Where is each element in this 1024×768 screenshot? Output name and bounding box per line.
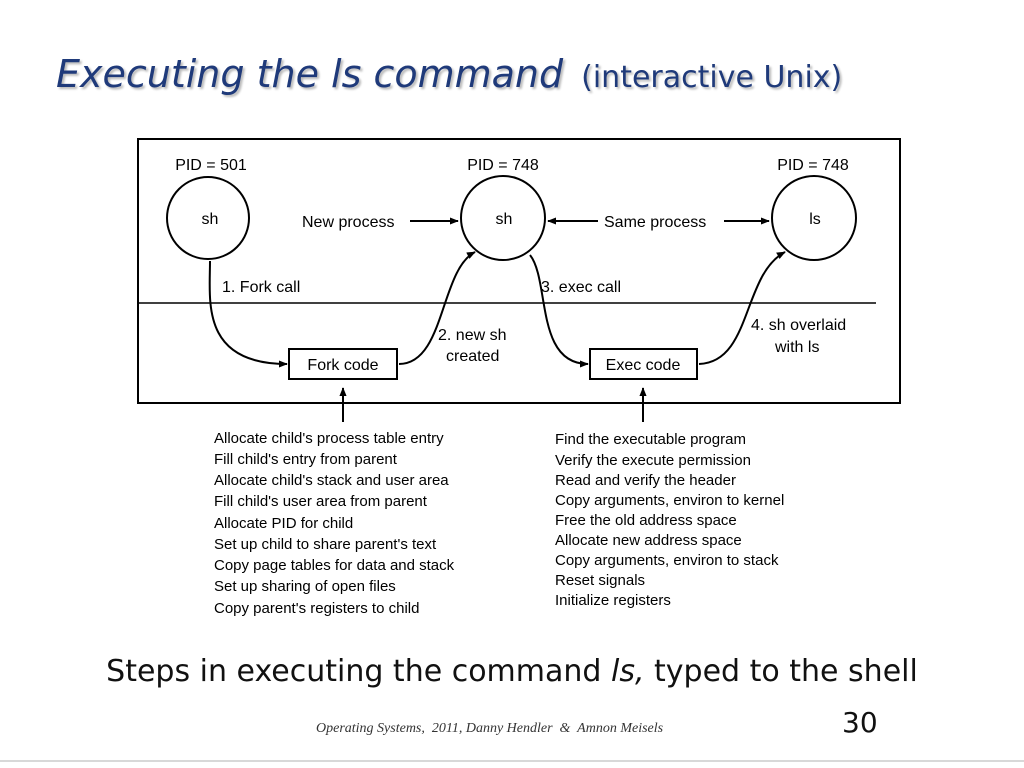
exec-step: Copy arguments, environ to stack xyxy=(555,552,779,569)
exec-code-label: Exec code xyxy=(606,357,681,374)
caption-text-before: Steps in executing the command xyxy=(106,654,611,689)
fork-steps-list: Allocate child's process table entry Fil… xyxy=(214,430,455,617)
step-3-label: 3. exec call xyxy=(541,279,621,296)
exec-step: Verify the execute permission xyxy=(555,452,751,469)
fork-code-label: Fork code xyxy=(307,357,378,374)
exec-step: Initialize registers xyxy=(555,592,671,609)
process-1-pid: PID = 501 xyxy=(175,157,247,174)
fork-call-arrow xyxy=(208,260,288,368)
fork-step: Set up child to share parent's text xyxy=(214,536,437,553)
exec-code-box xyxy=(589,348,698,380)
process-3-pid: PID = 748 xyxy=(777,157,849,174)
new-sh-arrow xyxy=(398,251,476,365)
new-process-label: New process xyxy=(302,214,394,231)
exec-step: Allocate new address space xyxy=(555,532,742,549)
exec-step: Free the old address space xyxy=(555,512,737,529)
step-4-label-line2: with ls xyxy=(774,339,819,356)
fork-step: Copy parent's registers to child xyxy=(214,600,419,617)
process-1-circle xyxy=(166,176,250,260)
slide-footer: Operating Systems, 2011, Danny Hendler &… xyxy=(316,721,664,736)
process-2-pid: PID = 748 xyxy=(467,157,539,174)
exec-call-arrow xyxy=(529,254,589,368)
process-2-circle xyxy=(460,175,546,261)
fork-step: Allocate child's stack and user area xyxy=(214,472,449,489)
slide-title-sub: (interactive Unix) xyxy=(581,60,843,95)
step-4-label-line1: 4. sh overlaid xyxy=(751,317,846,334)
slide-caption: Steps in executing the command ls, typed… xyxy=(0,654,1024,689)
caption-command: ls, xyxy=(610,654,645,689)
exec-step: Copy arguments, environ to kernel xyxy=(555,492,784,509)
diagram-frame xyxy=(137,138,901,404)
fork-step: Allocate PID for child xyxy=(214,515,353,532)
slide-title-main: Executing the ls command xyxy=(56,52,564,96)
fork-step: Fill child's user area from parent xyxy=(214,493,428,510)
process-1-name: sh xyxy=(202,211,219,228)
fork-step: Fill child's entry from parent xyxy=(214,451,398,468)
exec-steps-list: Find the executable program Verify the e… xyxy=(555,431,784,609)
step-2-label-line1: 2. new sh xyxy=(438,327,506,344)
slide-title: Executing the ls command (interactive Uni… xyxy=(56,52,842,96)
step-1-label: 1. Fork call xyxy=(222,279,300,296)
overlaid-arrow xyxy=(698,251,786,365)
exec-step: Find the executable program xyxy=(555,431,746,448)
process-3-name: ls xyxy=(809,211,821,228)
fork-step: Copy page tables for data and stack xyxy=(214,557,455,574)
same-process-label: Same process xyxy=(604,214,706,231)
page-number: 30 xyxy=(842,706,878,739)
step-2-label-line2: created xyxy=(446,348,499,365)
exec-step: Reset signals xyxy=(555,572,645,589)
fork-step: Allocate child's process table entry xyxy=(214,430,444,447)
process-3-circle xyxy=(771,175,857,261)
caption-text-after: typed to the shell xyxy=(644,654,918,689)
process-2-name: sh xyxy=(496,211,513,228)
bottom-divider xyxy=(0,760,1024,762)
fork-code-box xyxy=(288,348,398,380)
fork-step: Set up sharing of open files xyxy=(214,578,396,595)
exec-step: Read and verify the header xyxy=(555,472,736,489)
